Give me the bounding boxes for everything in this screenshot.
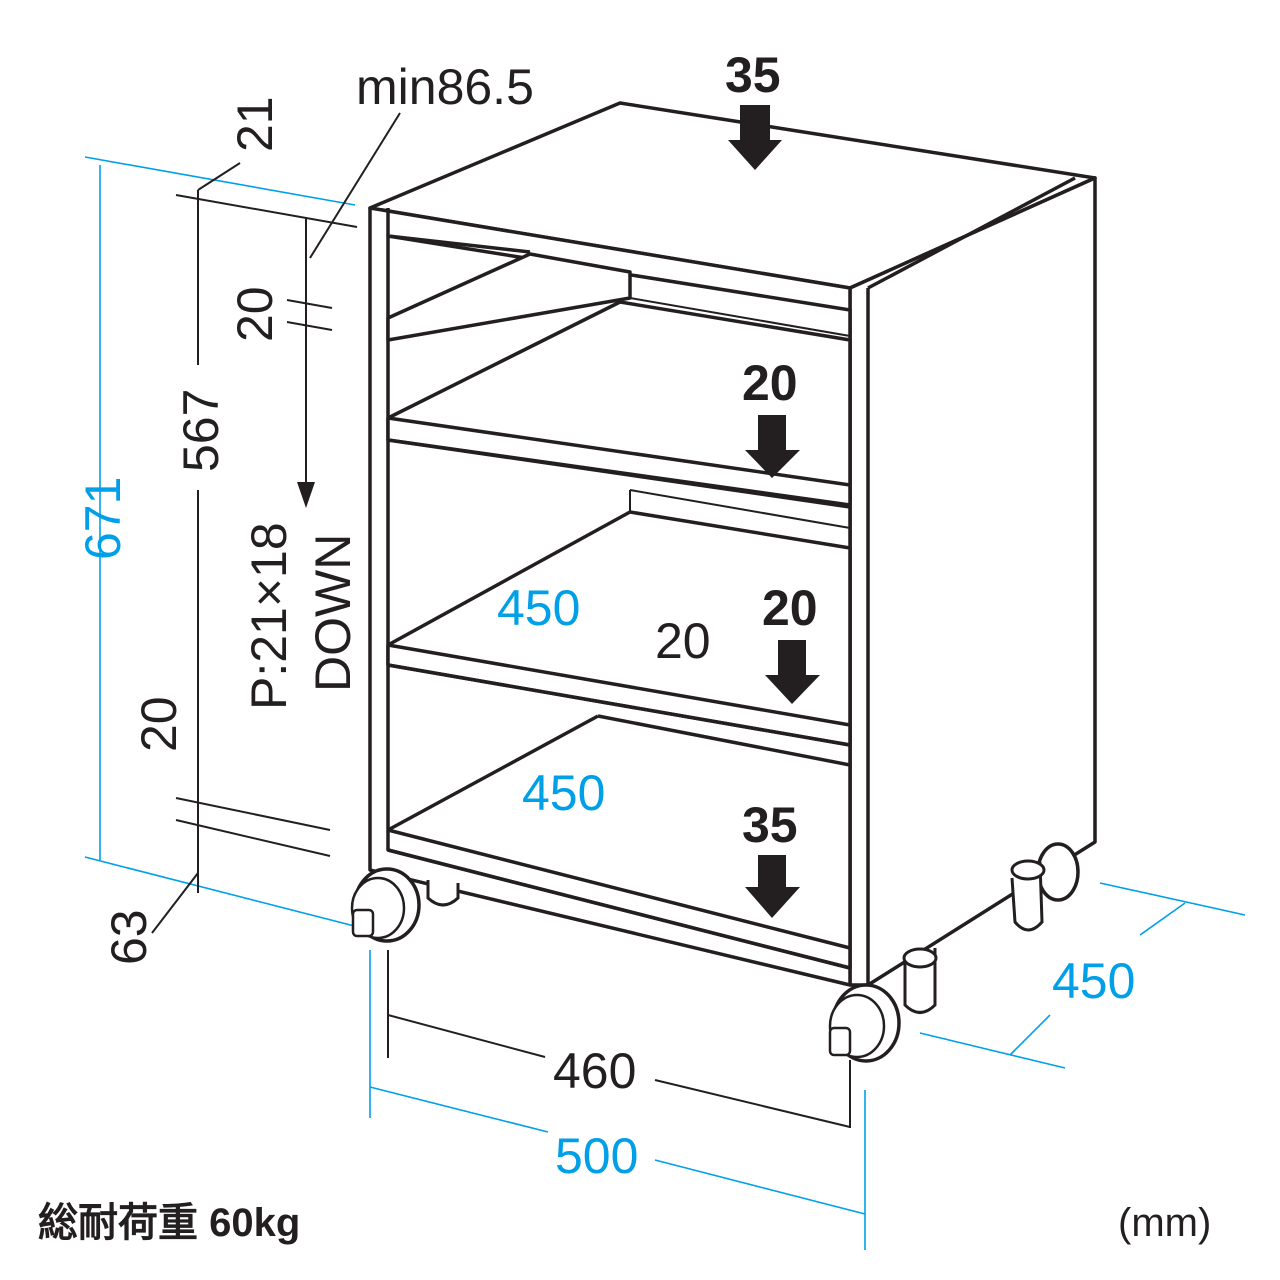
down-arrow-icon bbox=[765, 640, 820, 704]
load-top-label: 35 bbox=[725, 47, 781, 103]
upper-shelf-2 bbox=[386, 300, 852, 507]
load-bottom-label: 35 bbox=[742, 797, 798, 853]
outer-width-label: 500 bbox=[555, 1128, 638, 1184]
shelf-thickness-label: 20 bbox=[655, 613, 711, 669]
pitch-label-line2: DOWN bbox=[305, 534, 361, 692]
down-arrow-icon bbox=[745, 855, 800, 918]
upper-gap-label: 20 bbox=[227, 286, 283, 342]
caster-height-label: 63 bbox=[101, 909, 157, 965]
pitch-label-line1: P:21×18 bbox=[241, 522, 297, 710]
labels: min86.5 21 20 567 671 P:21×18 DOWN 20 63… bbox=[38, 47, 1211, 1245]
caster-mid-right bbox=[902, 947, 938, 1014]
load-middle-shelf-label: 20 bbox=[762, 580, 818, 636]
middle-shelf bbox=[386, 510, 852, 747]
inner-height-label: 567 bbox=[173, 389, 229, 472]
outer-depth-label: 450 bbox=[1052, 953, 1135, 1009]
caster-front-right bbox=[828, 983, 901, 1063]
casters bbox=[350, 842, 1080, 1063]
caster-front-left bbox=[350, 867, 421, 943]
down-arrow-icon bbox=[745, 415, 800, 478]
cabinet bbox=[368, 101, 1097, 987]
total-height-label: 671 bbox=[75, 477, 131, 560]
min-clearance-label: min86.5 bbox=[356, 59, 534, 115]
load-upper-shelf-label: 20 bbox=[742, 355, 798, 411]
unit-label: (mm) bbox=[1118, 1201, 1211, 1245]
caster-back-right bbox=[1010, 842, 1080, 932]
inner-width-label: 460 bbox=[553, 1043, 636, 1099]
load-arrows bbox=[728, 105, 820, 918]
shelf-depth-lower-label: 450 bbox=[522, 765, 605, 821]
total-load-label: 総耐荷重 60kg bbox=[38, 1201, 300, 1245]
lower-gap-label: 20 bbox=[131, 696, 187, 752]
caster-back-left bbox=[426, 880, 460, 907]
down-arrow-icon bbox=[728, 105, 782, 170]
upper-shelf bbox=[386, 252, 632, 342]
top-margin-label: 21 bbox=[227, 96, 283, 152]
shelf-depth-upper-label: 450 bbox=[497, 580, 580, 636]
